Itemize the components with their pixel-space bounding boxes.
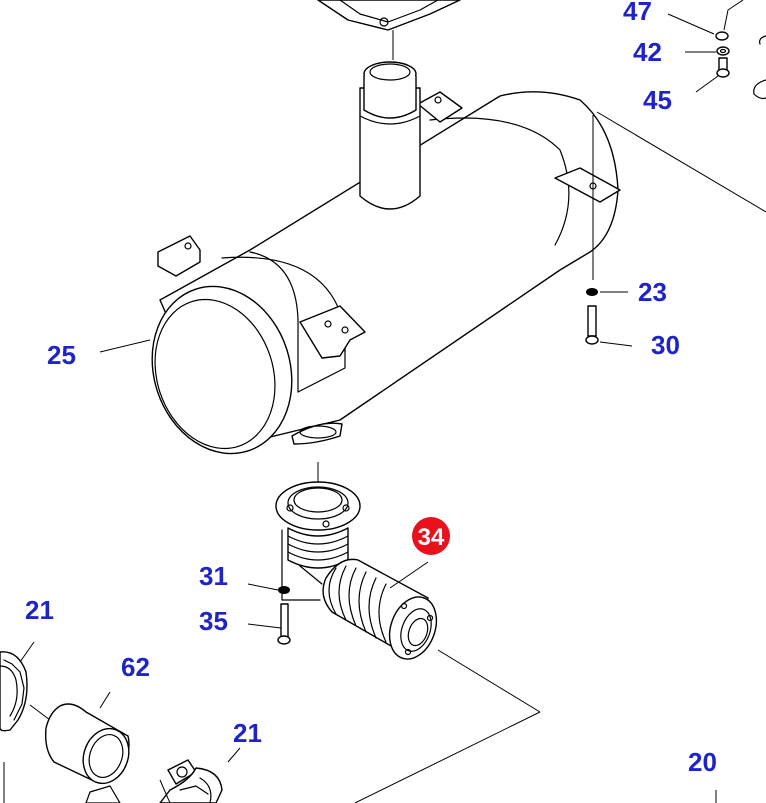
- leader-25: [99, 339, 151, 353]
- label-45: 45: [643, 85, 672, 115]
- inlet-pipe: [359, 61, 421, 210]
- label-34: 34: [418, 524, 445, 551]
- hardware-left: [247, 583, 291, 645]
- highlight-badge-34: 34: [412, 517, 450, 555]
- label-23: 23: [638, 277, 667, 307]
- label-62: 62: [121, 652, 150, 682]
- tube-62: [44, 691, 130, 785]
- label-35: 35: [199, 606, 228, 636]
- clamp-left: [0, 641, 51, 732]
- label-47: 47: [623, 0, 652, 26]
- label-25: 25: [47, 340, 76, 370]
- label-20: 20: [688, 747, 717, 777]
- label-21-left: 21: [25, 595, 54, 625]
- brackets: [157, 91, 621, 359]
- label-21-bottom: 21: [233, 718, 262, 748]
- top-flange: [317, 0, 461, 60]
- label-30: 30: [651, 330, 680, 360]
- label-31: 31: [199, 561, 228, 591]
- outlet-elbow: [275, 462, 541, 803]
- clamp-bottom: [3, 747, 241, 803]
- hardware-right: [585, 0, 766, 347]
- label-42: 42: [633, 37, 662, 67]
